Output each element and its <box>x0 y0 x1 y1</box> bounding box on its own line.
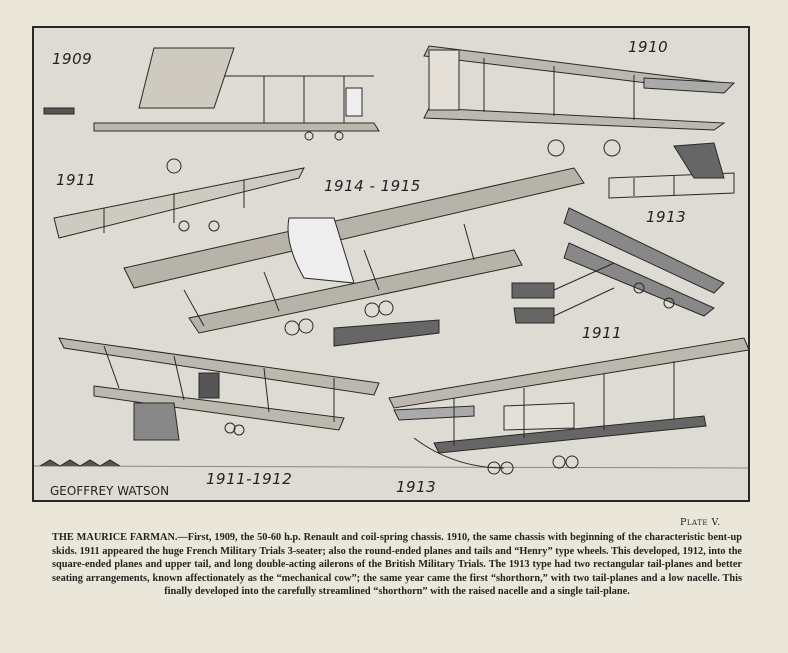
plane-1913-b <box>388 337 748 475</box>
plane-1909 <box>43 47 380 174</box>
aircraft-illustration-plate: 1909 1910 1911 1914 - 1915 1913 1911 191… <box>32 26 750 502</box>
plane-1911-b <box>511 207 725 324</box>
label-1911-b: 1911 <box>582 324 623 342</box>
label-1911-1912: 1911-1912 <box>206 470 293 488</box>
artist-signature: GEOFFREY WATSON <box>50 484 170 498</box>
plane-1910 <box>423 45 736 157</box>
label-1911-a: 1911 <box>56 171 97 189</box>
label-1910: 1910 <box>628 38 669 56</box>
label-1913-a: 1913 <box>646 208 687 226</box>
plate-number: Plate V. <box>680 517 721 528</box>
biplane-drawings <box>34 45 748 475</box>
label-1909: 1909 <box>52 50 93 68</box>
hangars <box>39 459 121 467</box>
label-1914-1915: 1914 - 1915 <box>324 177 421 195</box>
plane-1913-a <box>608 142 735 199</box>
plane-1911-a <box>53 167 305 239</box>
horizon-line <box>34 465 748 469</box>
plane-1911-1912 <box>58 337 380 441</box>
plane-1914-1915 <box>123 167 585 347</box>
plate-caption: THE MAURICE FARMAN.—First, 1909, the 50-… <box>52 532 742 597</box>
label-1913-b: 1913 <box>396 478 437 496</box>
